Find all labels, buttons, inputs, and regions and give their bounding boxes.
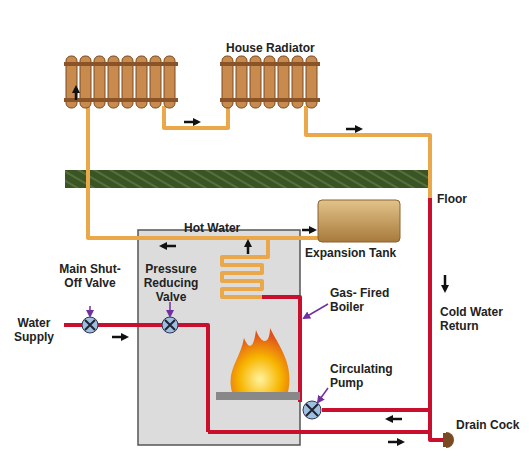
radiator: [64, 56, 178, 108]
valve-symbol: [162, 317, 178, 333]
radiator-header: [220, 98, 320, 102]
cold-pipes: [64, 198, 446, 440]
part-label: Main Shut-Off Valve: [52, 262, 128, 290]
part-label: Hot Water: [184, 221, 264, 235]
pump-symbol: [303, 401, 321, 419]
hot-pipes: [88, 106, 430, 297]
burner-flame: [231, 328, 290, 392]
floor-band: [65, 170, 432, 188]
part-label: Pressure Reducing Valve: [138, 262, 204, 304]
expansion-tank: [318, 200, 400, 242]
part-label: Circulating Pump: [330, 362, 400, 390]
part-label: Cold Water Return: [440, 305, 524, 333]
radiator-header: [64, 62, 178, 66]
part-label: House Radiator: [226, 41, 346, 55]
part-label: Floor: [437, 192, 497, 206]
leader-arrow: [90, 302, 328, 402]
drain-cock: [446, 432, 454, 448]
radiator-header: [64, 98, 178, 102]
part-label: Drain Cock: [456, 418, 526, 432]
radiator-header: [220, 62, 320, 66]
valve-symbol: [82, 317, 98, 333]
radiator: [220, 56, 320, 108]
drain-cock: [443, 433, 447, 447]
part-label: Expansion Tank: [305, 246, 415, 260]
part-label: Gas- Fired Boiler: [330, 286, 394, 314]
boiler-housing: [138, 230, 300, 445]
burner-bar: [216, 392, 300, 400]
part-label: Water Supply: [6, 316, 62, 344]
flow-arrow: [76, 88, 445, 442]
